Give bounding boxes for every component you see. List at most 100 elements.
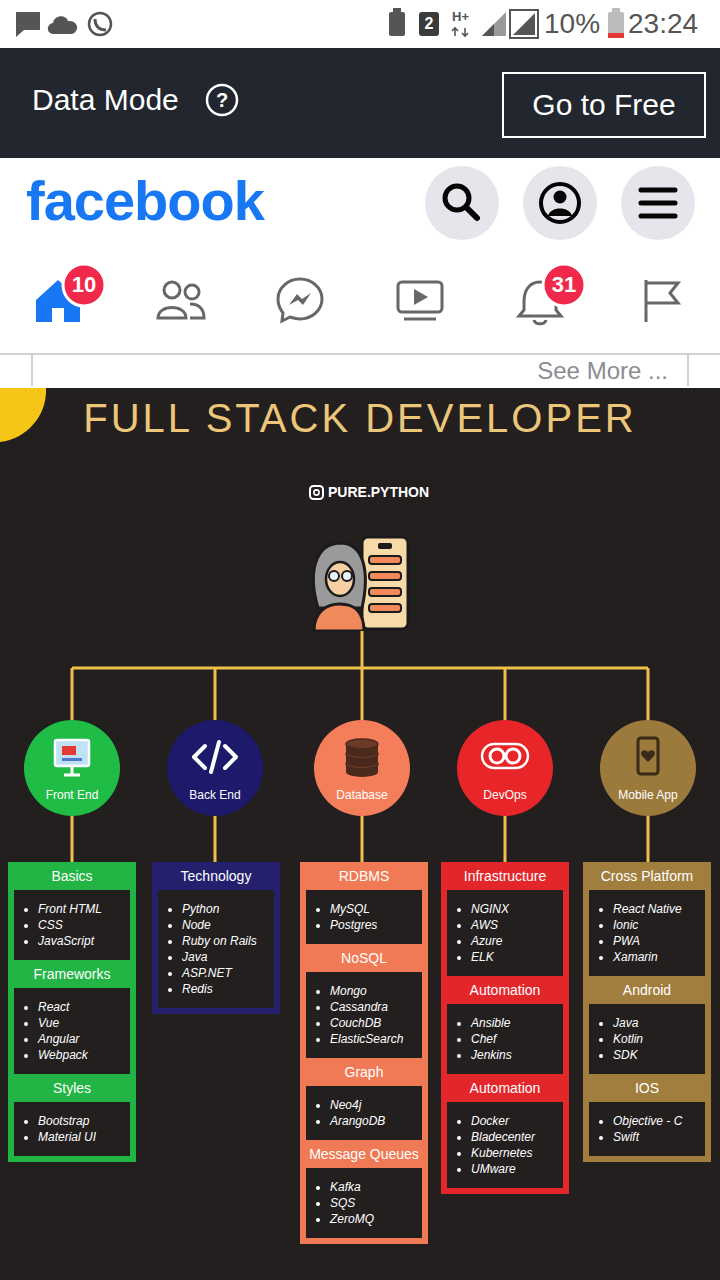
list-item: Kafka bbox=[330, 1179, 418, 1195]
status-bar bbox=[513, 13, 535, 35]
data-mode-bar bbox=[0, 48, 720, 158]
list-box: Objective - CSwift bbox=[589, 1102, 705, 1156]
list-item: ArangoDB bbox=[330, 1113, 418, 1129]
status-bar bbox=[389, 12, 405, 36]
profile-icon bbox=[523, 166, 597, 240]
category-name: Database bbox=[314, 720, 410, 804]
developer-illustration bbox=[369, 556, 401, 564]
button-text: Go to Free bbox=[532, 88, 675, 122]
category-connector bbox=[71, 816, 74, 862]
instagram-handle: PURE.PYTHON bbox=[328, 483, 478, 501]
messenger-icon bbox=[278, 279, 322, 321]
developer-illustration bbox=[369, 588, 401, 596]
category-panel: BasicsFront HTMLCSSJavaScriptFrameworksR… bbox=[8, 862, 136, 1162]
facebook-header bbox=[0, 158, 720, 355]
panel-heading: Automation bbox=[447, 1074, 563, 1102]
menu-icon bbox=[621, 166, 695, 240]
network-type: H+ bbox=[452, 9, 476, 25]
list-item: PWA bbox=[613, 933, 701, 949]
post-card bbox=[0, 355, 720, 388]
developer-illustration bbox=[369, 572, 401, 580]
category-circle-shape bbox=[600, 720, 696, 816]
data-mode-bar bbox=[0, 48, 720, 158]
category-name: Mobile App bbox=[600, 720, 696, 804]
list-item: Docker bbox=[471, 1113, 559, 1129]
post-card bbox=[687, 355, 689, 386]
list-item: Neo4j bbox=[330, 1097, 418, 1113]
list-item: UMware bbox=[471, 1161, 559, 1177]
developer-illustration bbox=[378, 543, 392, 549]
category-icon bbox=[638, 738, 658, 774]
developer-illustration bbox=[326, 562, 354, 596]
list-item: Ansible bbox=[471, 1015, 559, 1031]
list-item: CouchDB bbox=[330, 1015, 418, 1031]
friends-icon bbox=[158, 282, 204, 318]
panel-heading: NoSQL bbox=[306, 944, 422, 972]
badge-count: 10 bbox=[61, 262, 107, 308]
list-item: Front HTML bbox=[38, 901, 126, 917]
status-bar bbox=[510, 10, 538, 38]
status-bar bbox=[0, 0, 720, 48]
friends-icon bbox=[158, 308, 186, 319]
list-item: SQS bbox=[330, 1195, 418, 1211]
category-icon bbox=[64, 766, 80, 775]
list-box: Neo4jArangoDB bbox=[306, 1086, 422, 1140]
list-item: Kubernetes bbox=[471, 1145, 559, 1161]
developer-illustration bbox=[329, 571, 339, 581]
list-item: React bbox=[38, 999, 126, 1015]
post-card bbox=[0, 355, 720, 388]
list-item: Bladecenter bbox=[471, 1129, 559, 1145]
flag-icon bbox=[646, 283, 678, 303]
list-item: Ionic bbox=[613, 917, 701, 933]
list-item: JavaScript bbox=[38, 933, 126, 949]
panel-heading: Message Queues bbox=[306, 1140, 422, 1168]
category-connector bbox=[647, 816, 650, 862]
developer-illustration bbox=[369, 604, 401, 612]
category-connector bbox=[504, 816, 507, 862]
list-box: DockerBladecenterKubernetesUMware bbox=[447, 1102, 563, 1188]
list-item: Redis bbox=[182, 981, 270, 997]
category-circle: DevOps bbox=[457, 720, 553, 816]
diagram-background bbox=[0, 388, 720, 1280]
category-circle: Front End bbox=[24, 720, 120, 816]
data-mode-text: Data Mode bbox=[32, 80, 212, 120]
profile-icon bbox=[523, 166, 597, 240]
developer-illustration bbox=[313, 543, 365, 608]
facebook-logo: facebook bbox=[26, 168, 346, 234]
search-icon bbox=[466, 207, 477, 218]
messenger-icon bbox=[278, 279, 322, 321]
data-mode-bar bbox=[207, 85, 237, 115]
instagram-icon bbox=[310, 486, 323, 499]
category-icon bbox=[482, 744, 528, 768]
panel-heading: RDBMS bbox=[306, 862, 422, 890]
menu-icon bbox=[621, 166, 695, 240]
list-box: MySQLPostgres bbox=[306, 890, 422, 944]
friends-icon bbox=[164, 282, 180, 298]
panel-heading: Basics bbox=[14, 862, 130, 890]
status-bar bbox=[482, 12, 506, 36]
category-icon bbox=[346, 739, 378, 749]
badge-count: 31 bbox=[541, 262, 587, 308]
profile-icon bbox=[554, 191, 567, 204]
diagram-title: FULL STACK DEVELOPER bbox=[0, 392, 720, 444]
category-circle-shape bbox=[457, 720, 553, 816]
list-box: KafkaSQSZeroMQ bbox=[306, 1168, 422, 1238]
category-icon bbox=[506, 749, 520, 763]
category-name: Front End bbox=[24, 720, 120, 804]
status-bar bbox=[48, 16, 77, 34]
category-icon bbox=[194, 742, 236, 772]
status-bar bbox=[95, 19, 106, 30]
category-icon bbox=[482, 744, 528, 768]
list-item: Mongo bbox=[330, 983, 418, 999]
panel-heading: Frameworks bbox=[14, 960, 130, 988]
flag-icon bbox=[646, 280, 678, 322]
status-bar bbox=[452, 28, 468, 36]
status-bar bbox=[16, 12, 40, 37]
category-connector bbox=[214, 816, 217, 862]
category-icon bbox=[55, 740, 89, 775]
list-box: BootstrapMaterial UI bbox=[14, 1102, 130, 1156]
category-circle: Back End bbox=[167, 720, 263, 816]
list-item: AWS bbox=[471, 917, 559, 933]
list-item: Postgres bbox=[330, 917, 418, 933]
post-card bbox=[31, 355, 33, 386]
